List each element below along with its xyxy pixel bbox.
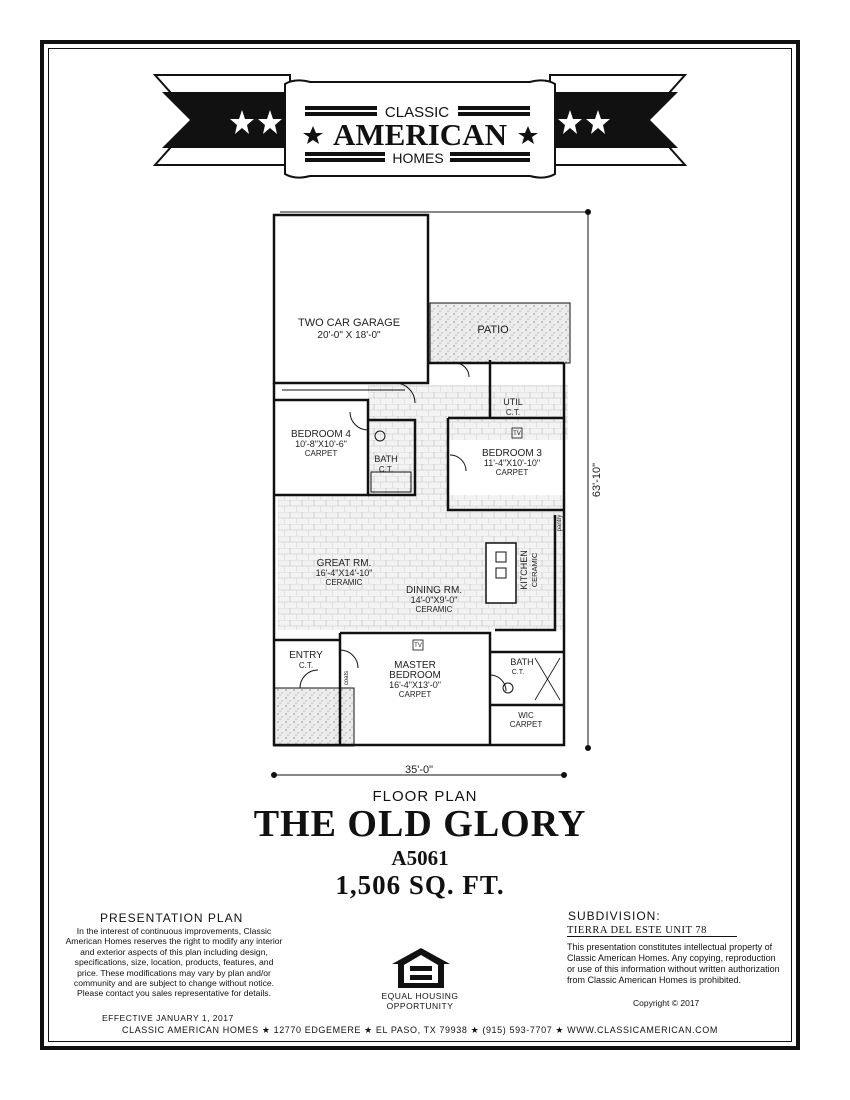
svg-text:UTIL: UTIL bbox=[503, 397, 523, 407]
svg-text:AMERICAN: AMERICAN bbox=[333, 117, 507, 152]
presentation-title: PRESENTATION PLAN bbox=[100, 911, 244, 925]
page-border-inner bbox=[48, 48, 792, 1042]
svg-text:CERAMIC: CERAMIC bbox=[530, 552, 539, 587]
svg-text:BEDROOM 4: BEDROOM 4 bbox=[291, 429, 351, 440]
patio bbox=[429, 302, 571, 364]
svg-text:pantry: pantry bbox=[557, 515, 563, 532]
svg-text:63'-10": 63'-10" bbox=[591, 463, 600, 497]
plan-code: A5061 bbox=[391, 846, 449, 870]
subdivision-value: TIERRA DEL ESTE UNIT 78 bbox=[567, 925, 737, 937]
svg-text:BEDROOM 3: BEDROOM 3 bbox=[482, 448, 542, 459]
equal-housing-label: EQUAL HOUSING OPPORTUNITY bbox=[381, 991, 459, 1011]
svg-text:CARPET: CARPET bbox=[496, 468, 529, 477]
svg-text:CARPET: CARPET bbox=[399, 690, 432, 699]
star-icon bbox=[586, 110, 610, 134]
svg-text:11'-4"X10'-10": 11'-4"X10'-10" bbox=[484, 458, 540, 468]
svg-text:CERAMIC: CERAMIC bbox=[416, 605, 453, 614]
classic-american-homes-logo: CLASSIC AMERICAN HOMES bbox=[152, 74, 688, 179]
svg-text:C.T.: C.T. bbox=[299, 661, 313, 670]
star-icon bbox=[303, 126, 323, 144]
svg-text:CLASSIC: CLASSIC bbox=[385, 104, 449, 121]
svg-text:BATH: BATH bbox=[374, 454, 397, 464]
svg-text:BATH: BATH bbox=[510, 657, 533, 667]
star-icon bbox=[258, 110, 282, 134]
svg-text:16'-4"X13'-0": 16'-4"X13'-0" bbox=[389, 680, 441, 690]
front-porch bbox=[273, 687, 355, 747]
svg-text:TV: TV bbox=[414, 643, 422, 649]
garage bbox=[272, 213, 430, 385]
svg-text:C.T.: C.T. bbox=[379, 465, 393, 474]
floor-plan: TWO CAR GARAGE 20'-0" X 18'-0" PATIO UTI… bbox=[271, 209, 600, 778]
square-footage: 1,506 SQ. FT. bbox=[335, 870, 505, 900]
star-icon bbox=[230, 110, 254, 134]
plan-title: THE OLD GLORY bbox=[253, 803, 587, 845]
svg-text:WIC: WIC bbox=[518, 711, 534, 720]
svg-text:GREAT RM.: GREAT RM. bbox=[317, 558, 372, 569]
svg-text:DINING RM.: DINING RM. bbox=[406, 585, 462, 596]
effective-date: EFFECTIVE JANUARY 1, 2017 bbox=[102, 1013, 234, 1023]
svg-text:CERAMIC: CERAMIC bbox=[326, 578, 363, 587]
equal-housing-icon bbox=[392, 948, 450, 988]
hall-floor bbox=[368, 385, 568, 440]
svg-text:20'-0" X 18'-0": 20'-0" X 18'-0" bbox=[317, 330, 381, 341]
svg-text:C.T.: C.T. bbox=[506, 408, 520, 417]
tv-icon bbox=[412, 639, 424, 651]
presentation-disclaimer: In the interest of continuous improvemen… bbox=[65, 926, 283, 999]
svg-text:14'-0"X9'-0": 14'-0"X9'-0" bbox=[411, 595, 458, 605]
svg-text:MASTER: MASTER bbox=[394, 660, 436, 671]
company-footer: CLASSIC AMERICAN HOMES ★ 12770 EDGEMERE … bbox=[122, 1025, 718, 1035]
tv-icon bbox=[511, 427, 523, 439]
copyright: Copyright © 2017 bbox=[633, 998, 700, 1008]
svg-text:35'-0": 35'-0" bbox=[405, 764, 433, 776]
svg-text:HOMES: HOMES bbox=[392, 150, 443, 166]
svg-text:10'-8"X10'-6": 10'-8"X10'-6" bbox=[295, 439, 347, 449]
svg-text:16'-4"X14'-10": 16'-4"X14'-10" bbox=[316, 568, 373, 578]
svg-text:TWO CAR GARAGE: TWO CAR GARAGE bbox=[298, 317, 400, 329]
subdivision-label: SUBDIVISION: bbox=[568, 909, 661, 923]
plan-subtitle: FLOOR PLAN bbox=[372, 788, 478, 805]
svg-text:CARPET: CARPET bbox=[305, 449, 338, 458]
svg-text:BEDROOM: BEDROOM bbox=[389, 670, 441, 681]
svg-text:TV: TV bbox=[513, 431, 521, 437]
legal-notice: This presentation constitutes intellectu… bbox=[567, 942, 780, 985]
svg-text:PATIO: PATIO bbox=[477, 324, 509, 336]
svg-text:ENTRY: ENTRY bbox=[289, 650, 323, 661]
star-icon bbox=[518, 126, 538, 144]
svg-text:CARPET: CARPET bbox=[510, 720, 543, 729]
svg-text:KITCHEN: KITCHEN bbox=[519, 550, 529, 590]
page-border-outer bbox=[40, 40, 800, 1050]
svg-text:C.T.: C.T. bbox=[512, 669, 525, 676]
star-icon bbox=[558, 110, 582, 134]
svg-text:coats: coats bbox=[344, 671, 350, 685]
